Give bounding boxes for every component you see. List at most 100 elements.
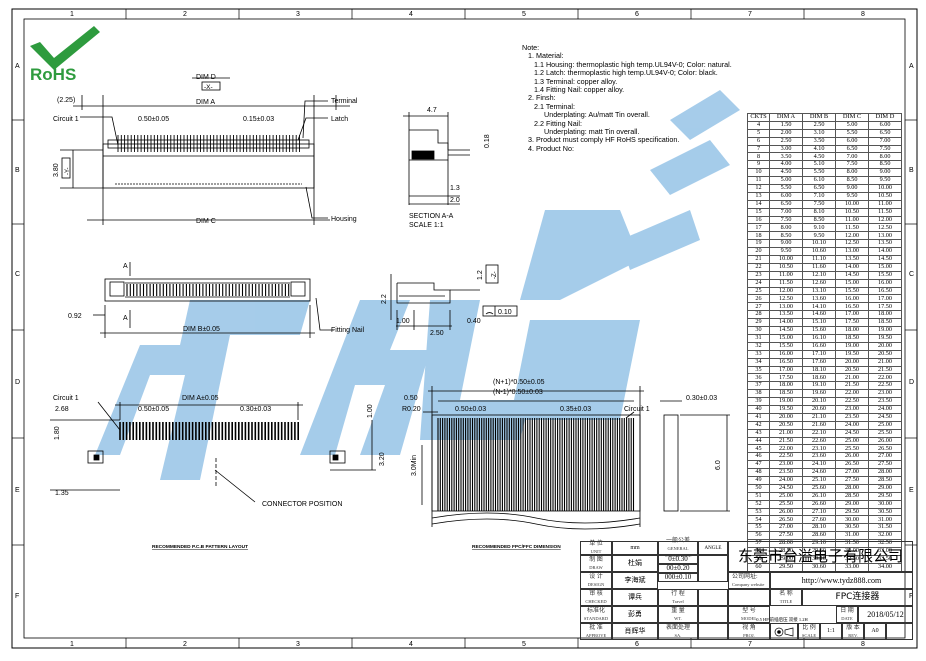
row-label-B-right: B xyxy=(909,167,914,174)
dim-a-label: DIM A xyxy=(196,99,215,106)
dim-table-cell: 3.10 xyxy=(802,128,836,138)
dim-table-cell: 6.50 xyxy=(835,144,869,154)
column-label-3-bottom: 3 xyxy=(296,641,300,648)
row-label-D-left: D xyxy=(15,379,20,386)
model-value: 0.5 HP 前插后压 双接 1.2H xyxy=(756,617,808,622)
dim-table-cell: 11.50 xyxy=(835,223,869,233)
d22-label: 2.2 xyxy=(381,294,388,304)
dim-table-cell: 21.50 xyxy=(769,436,803,446)
surface-value xyxy=(698,623,728,640)
rohs-logo: RoHS xyxy=(24,24,114,89)
d268-label: 2.68 xyxy=(55,406,69,413)
dim-table-cell: 24.50 xyxy=(835,428,869,438)
scale-value: 1:1 xyxy=(820,623,842,640)
dim-table-cell: 26.00 xyxy=(769,507,803,517)
dim-table-cell: 7.50 xyxy=(802,199,836,209)
dim-table-cell: 26.00 xyxy=(868,436,902,446)
dim-table-cell: 25.00 xyxy=(868,420,902,430)
note-line: 1.4 Fitting Nail: copper alloy. xyxy=(534,85,625,95)
checkmark-icon: RoHS xyxy=(30,26,100,84)
dim-table-cell: 12.00 xyxy=(868,215,902,225)
rohs-text: RoHS xyxy=(30,65,76,84)
dim-table-cell: 42 xyxy=(747,420,770,430)
top-view-text: DIM D -X- DIM A (2.25) Circuit 1 0.50±0.… xyxy=(53,74,358,225)
flatness-label: 0.10 xyxy=(498,309,512,316)
dim-table-cell: 17 xyxy=(747,223,770,233)
column-label-1-bottom: 1 xyxy=(70,641,74,648)
dim-table-cell: 22.10 xyxy=(802,428,836,438)
column-label-6-top: 6 xyxy=(635,11,639,18)
d320-label: 3.20 xyxy=(379,452,386,466)
column-label-5-bottom: 5 xyxy=(522,641,526,648)
bottom-housing xyxy=(104,278,311,302)
dim-table-cell: 11.50 xyxy=(769,278,803,288)
dim-table-cell: 6 xyxy=(747,136,770,146)
dim-table-cell: 21.60 xyxy=(802,420,836,430)
dim-table-cell: 6.50 xyxy=(868,128,902,138)
dim-table-cell: 29.50 xyxy=(868,491,902,501)
dim-table-cell: 34 xyxy=(747,357,770,367)
fpc-w035-label: 0.35±0.03 xyxy=(560,406,591,413)
dim-table-cell: 35 xyxy=(747,365,770,375)
fpc-thickness-label: 0.30±0.03 xyxy=(686,395,717,402)
angle-label: ANGLE xyxy=(698,541,728,555)
column-label-4-bottom: 4 xyxy=(409,641,413,648)
fpc-caption: RECOMMENDED FPC/FFC DIMENSION xyxy=(472,544,561,550)
dim-table-cell: 12.50 xyxy=(868,223,902,233)
side-view-text: 1.2 -Z- 2.2 1.00 2.50 0.40 0.10 xyxy=(381,270,512,337)
company-name: 东莞市台溢电子有限公司 xyxy=(728,541,913,572)
dim-table-cell: 7 xyxy=(747,144,770,154)
row-label-F-left: F xyxy=(15,593,19,600)
note-line: 1.3 Terminal: copper alloy. xyxy=(534,76,618,86)
note-line: 1.1 Housing: thermoplastic high temp.UL9… xyxy=(534,59,732,69)
title-value: FPC连接器 xyxy=(802,589,913,606)
dim-table-cell: 25.00 xyxy=(769,491,803,501)
dim-table-cell: 24.00 xyxy=(835,420,869,430)
d040-label: 0.40 xyxy=(467,318,481,325)
dim-table-cell: 7.50 xyxy=(769,215,803,225)
dim-table-cell: 9.10 xyxy=(802,223,836,233)
column-label-6-bottom: 6 xyxy=(635,641,639,648)
dim-table-cell: 53 xyxy=(747,507,770,517)
pitch-tol-label: 0.15±0.03 xyxy=(243,116,274,123)
dim-table-cell: 25.50 xyxy=(769,499,803,509)
fitting-nail-label: Fitting Nail xyxy=(331,327,365,334)
dim-table-cell: 10.50 xyxy=(835,207,869,217)
tol1-value: 0±0.30 xyxy=(658,555,698,564)
dim-table-cell: 14 xyxy=(747,199,770,209)
unit-value: mm xyxy=(612,541,658,555)
dim-table-cell: 17.00 xyxy=(868,294,902,304)
z-datum-box: -Z- xyxy=(492,271,498,279)
column-label-7-top: 7 xyxy=(748,11,752,18)
row-label-E-right: E xyxy=(909,487,914,494)
row-label-C-left: C xyxy=(15,271,20,278)
column-label-2-bottom: 2 xyxy=(183,641,187,648)
note-line: Note: xyxy=(522,43,540,52)
dim-table-cell: 21.00 xyxy=(868,357,902,367)
dim-table-cell: 51 xyxy=(747,491,770,501)
dim-table-cell: 2.50 xyxy=(769,136,803,146)
